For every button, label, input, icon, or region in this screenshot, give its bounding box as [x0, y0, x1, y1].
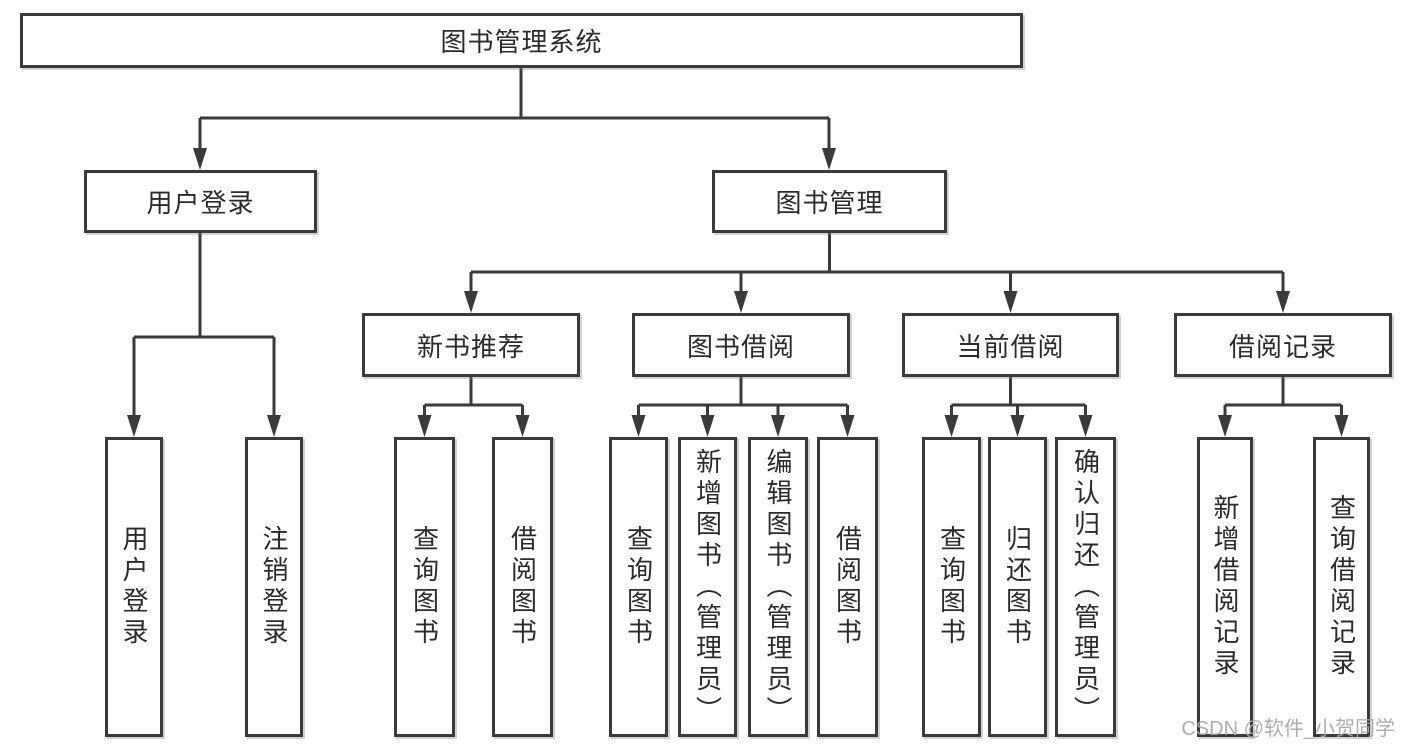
node-user-login: 用户登录 [84, 170, 317, 233]
leaf-bb-add-book-admin-label: 新增图书（管理员） [692, 447, 723, 727]
arrowhead-icon [417, 415, 432, 437]
arrowhead-icon [1276, 291, 1290, 313]
arrowheads [127, 148, 1349, 437]
leaf-cb-confirm-return-admin: 确认归还（管理员） [1055, 437, 1116, 737]
arrowhead-icon [840, 415, 855, 437]
leaf-logout-label: 注销登录 [259, 525, 289, 649]
leaf-user-login-label: 用户登录 [119, 525, 149, 649]
arrowhead-icon [1334, 415, 1349, 437]
leaf-bb-edit-book-admin-label: 编辑图书（管理员） [763, 447, 793, 727]
arrowhead-icon [267, 415, 281, 437]
leaf-bb-query-book: 查询图书 [609, 437, 668, 737]
arrowhead-icon [1003, 291, 1018, 313]
leaf-nb-query-book-label: 查询图书 [409, 525, 440, 649]
arrowhead-icon [631, 415, 646, 437]
leaf-user-login: 用户登录 [105, 437, 163, 737]
leaf-br-add-record: 新增借阅记录 [1197, 437, 1253, 737]
arrowhead-icon [734, 291, 748, 313]
leaf-cb-confirm-return-admin-label: 确认归还（管理员） [1070, 447, 1101, 727]
node-borrowing-records: 借阅记录 [1174, 313, 1392, 377]
arrowhead-icon [944, 415, 959, 437]
leaf-bb-edit-book-admin: 编辑图书（管理员） [748, 437, 808, 737]
arrowhead-icon [822, 148, 836, 170]
leaf-nb-borrow-book: 借阅图书 [492, 437, 553, 737]
leaf-cb-query-book: 查询图书 [922, 437, 981, 737]
leaf-cb-return-book: 归还图书 [988, 437, 1047, 737]
arrowhead-icon [1218, 415, 1232, 437]
leaf-bb-add-book-admin: 新增图书（管理员） [678, 437, 737, 737]
leaf-bb-query-book-label: 查询图书 [623, 525, 654, 649]
arrowhead-icon [771, 415, 785, 437]
leaf-br-query-record: 查询借阅记录 [1313, 437, 1370, 737]
leaf-bb-borrow-book: 借阅图书 [817, 437, 878, 737]
arrowhead-icon [193, 148, 207, 170]
leaf-nb-borrow-book-label: 借阅图书 [507, 525, 538, 649]
node-new-book-recommendation: 新书推荐 [362, 313, 580, 377]
watermark: CSDN @软件_小贺同学 [1181, 718, 1395, 740]
arrowhead-icon [127, 415, 141, 437]
node-book-management: 图书管理 [712, 170, 947, 233]
arrowhead-icon [1010, 415, 1025, 437]
node-library-system: 图书管理系统 [20, 13, 1023, 68]
leaf-cb-return-book-label: 归还图书 [1002, 525, 1033, 649]
leaf-bb-borrow-book-label: 借阅图书 [832, 525, 863, 649]
leaf-nb-query-book: 查询图书 [394, 437, 455, 737]
arrowhead-icon [1078, 415, 1093, 437]
leaf-br-add-record-label: 新增借阅记录 [1210, 494, 1240, 680]
leaf-cb-query-book-label: 查询图书 [936, 525, 967, 649]
arrowhead-icon [515, 415, 530, 437]
node-book-borrowing: 图书借阅 [632, 313, 850, 377]
arrowhead-icon [464, 291, 478, 313]
arrowhead-icon [700, 415, 715, 437]
leaf-logout: 注销登录 [245, 437, 303, 737]
node-current-borrowing: 当前借阅 [902, 313, 1119, 377]
connector-path [132, 68, 1343, 419]
leaf-br-query-record-label: 查询借阅记录 [1326, 494, 1357, 680]
